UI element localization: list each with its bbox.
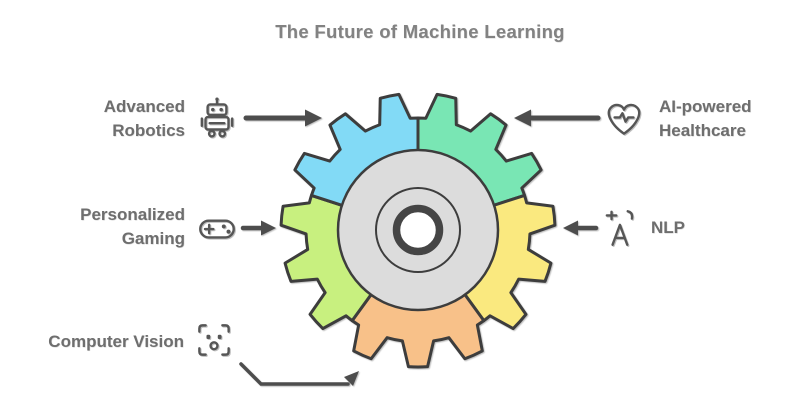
arrow-personalized-gaming (240, 220, 276, 236)
face-scan-icon (191, 317, 237, 363)
gamepad-icon (194, 205, 240, 251)
connector-arrows (239, 109, 601, 386)
translate-icon (599, 205, 645, 251)
label-line: Gaming (121, 229, 185, 248)
label-ai-powered-healthcare: AI-powered Healthcare (659, 95, 752, 143)
label-personalized-gaming: Personalized Gaming (80, 203, 185, 251)
label-advanced-robotics: Advanced Robotics (104, 95, 185, 143)
arrow-ai-powered-healthcare (514, 109, 601, 127)
arrow-nlp (563, 220, 599, 236)
label-line: Advanced (103, 97, 185, 116)
gear-inner-ring (375, 187, 461, 273)
label-line: Computer Vision (48, 332, 184, 351)
label-line: AI-powered (659, 97, 752, 116)
label-line: Personalized (80, 205, 185, 224)
arrow-computer-vision (239, 362, 359, 386)
gear-hub (392, 204, 444, 256)
page-title: The Future of Machine Learning (275, 21, 565, 42)
heart-pulse-icon (601, 95, 647, 141)
gear-graphic (279, 92, 557, 369)
label-line: NLP (651, 218, 685, 237)
robot-icon (194, 95, 240, 141)
label-line: Healthcare (659, 121, 746, 140)
label-line: Robotics (112, 121, 185, 140)
label-computer-vision: Computer Vision (48, 330, 184, 354)
arrow-advanced-robotics (243, 109, 322, 127)
label-nlp: NLP (651, 216, 685, 240)
